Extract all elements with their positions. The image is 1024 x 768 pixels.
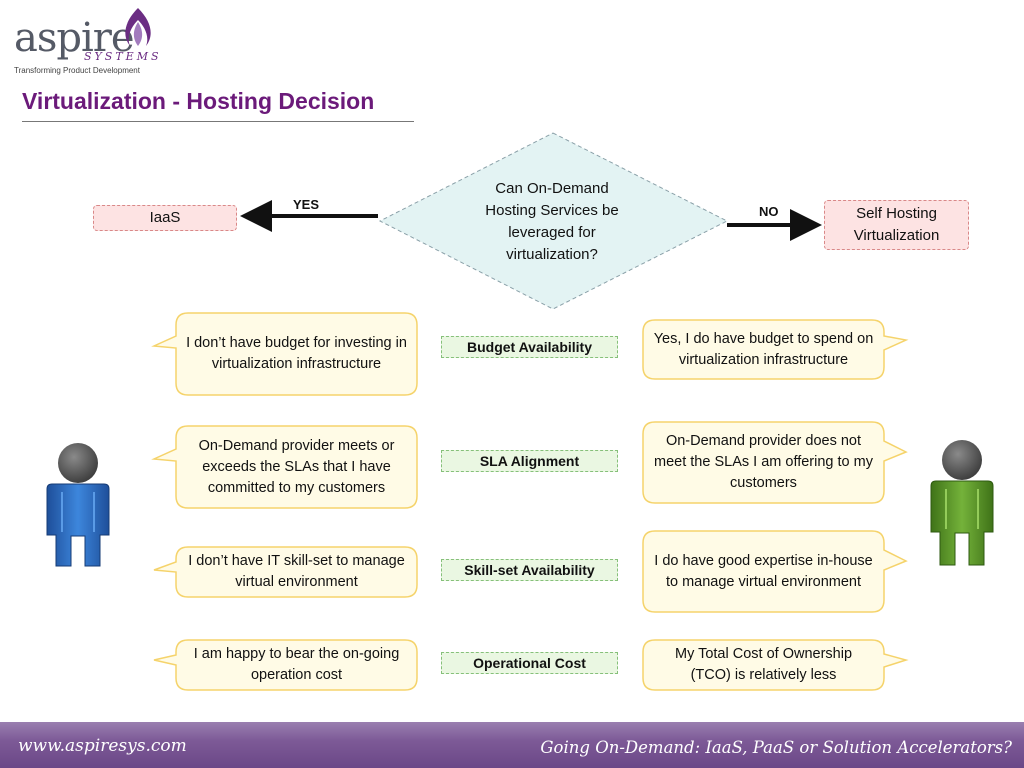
criterion-skillset: Skill-set Availability	[441, 559, 618, 581]
right-bubble-shape	[642, 421, 908, 504]
aspire-logo: aspire SYSTEMS Transforming Product Deve…	[12, 4, 162, 78]
right-bubble-budget: Yes, I do have budget to spend on virtua…	[653, 330, 874, 368]
left-bubble-budget: I don’t have budget for investing in vir…	[186, 335, 407, 372]
logo-wordmark: aspire	[14, 15, 135, 61]
right-bubble-shape	[642, 319, 909, 380]
left-bubble-shape	[151, 425, 418, 509]
logo-tagline: Transforming Product Development	[14, 66, 140, 75]
green-person-icon	[930, 440, 994, 566]
question-line: leveraged for	[508, 224, 596, 241]
page-title: Virtualization - Hosting Decision	[22, 88, 375, 114]
logo-systems: SYSTEMS	[84, 50, 162, 63]
decision-question: Can On-Demand Hosting Services be levera…	[462, 178, 642, 266]
footer-bar	[0, 722, 1024, 768]
left-bubble-skillset: I don’t have IT skill-set to manage virt…	[188, 553, 405, 590]
no-label: NO	[759, 204, 779, 219]
right-bubble-opcost: My Total Cost of Ownership (TCO) is rela…	[674, 646, 853, 683]
decision-diagram	[46, 132, 994, 691]
yes-label: YES	[293, 197, 320, 212]
left-bubble-shape	[151, 312, 418, 396]
decision-diamond	[378, 132, 729, 310]
self-hosting-outcome-box: Self Hosting Virtualization	[824, 200, 969, 250]
iaas-outcome-box: IaaS	[93, 205, 237, 231]
question-line: virtualization?	[506, 246, 598, 263]
outcome-line: Virtualization	[853, 227, 940, 244]
criterion-sla: SLA Alignment	[441, 450, 618, 472]
blue-person-icon	[46, 443, 110, 567]
right-bubble-skillset: I do have good expertise in-house to man…	[654, 552, 873, 590]
left-bubble-sla: On-Demand provider meets or exceeds the …	[198, 437, 395, 496]
right-bubble-shape	[642, 639, 909, 691]
footer-url-link[interactable]: www.aspiresys.com	[18, 736, 187, 756]
question-line: Hosting Services be	[485, 202, 619, 219]
left-bubble-opcost: I am happy to bear the on-going operatio…	[193, 646, 400, 683]
outcome-line: Self Hosting	[856, 205, 937, 222]
footer-tagline: Going On-Demand: IaaS, PaaS or Solution …	[540, 738, 1012, 757]
left-bubble-shape	[153, 639, 418, 691]
left-bubble-shape	[153, 546, 418, 598]
title-underline	[22, 121, 414, 122]
question-line: Can On-Demand	[495, 180, 609, 197]
criterion-budget: Budget Availability	[441, 336, 618, 358]
criterion-opcost: Operational Cost	[441, 652, 618, 674]
logo-flame-icon	[125, 8, 151, 46]
right-bubble-sla: On-Demand provider does not meet the SLA…	[654, 433, 873, 491]
right-bubble-shape	[642, 530, 908, 613]
